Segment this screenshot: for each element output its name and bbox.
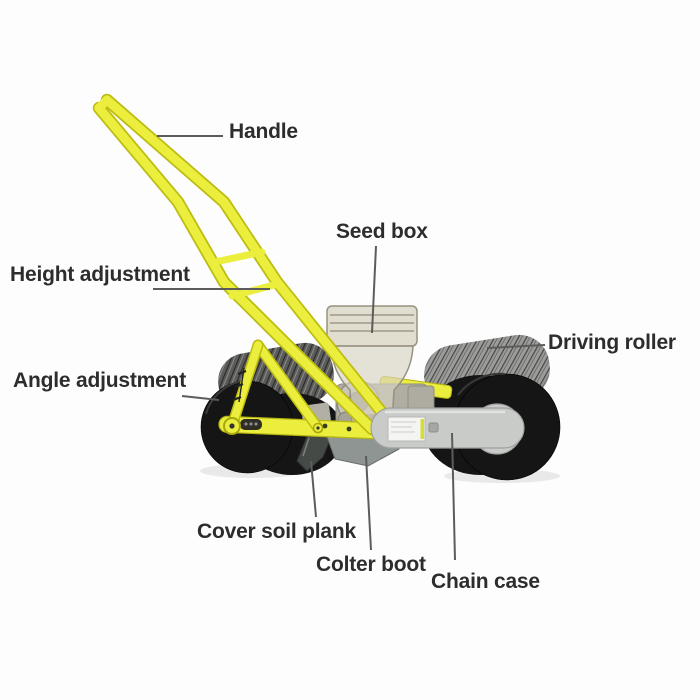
handle-tube	[92, 93, 403, 437]
colter-boot-leader-line	[365, 455, 372, 551]
cover-soil-plank-leader-line	[310, 460, 317, 518]
chain-case-clip	[428, 422, 439, 433]
frame-strut	[254, 341, 322, 432]
label-cover-soil-plank: Cover soil plank	[197, 520, 357, 543]
label-angle-adjustment: Angle adjustment	[13, 369, 186, 392]
label-handle: Handle	[229, 120, 298, 143]
chain-case	[370, 403, 525, 455]
handle-rear-tube	[102, 95, 401, 435]
label-colter-boot: Colter boot	[316, 553, 426, 576]
height-adjustment-rung-upper	[211, 248, 266, 266]
angle-adjustment-bracket	[228, 341, 262, 430]
chain-case-leader-line	[451, 432, 456, 561]
leader-lines	[153, 135, 546, 561]
angle-adjustment-leader-line	[181, 395, 220, 401]
seed-box-leader-line	[371, 245, 377, 334]
handle-grip-tip	[94, 95, 112, 113]
chain-case-label-sticker	[387, 416, 426, 442]
angle-adjustment-notches	[232, 367, 247, 403]
label-driving-roller: Driving roller	[548, 331, 676, 354]
label-seed-box: Seed box	[336, 220, 428, 243]
handle-front-tube	[94, 103, 377, 434]
label-height-adjustment: Height adjustment	[10, 263, 190, 286]
driving-roller-leader-line	[486, 344, 546, 349]
sticker-stripe	[420, 419, 424, 439]
label-chain-case: Chain case	[431, 570, 540, 593]
